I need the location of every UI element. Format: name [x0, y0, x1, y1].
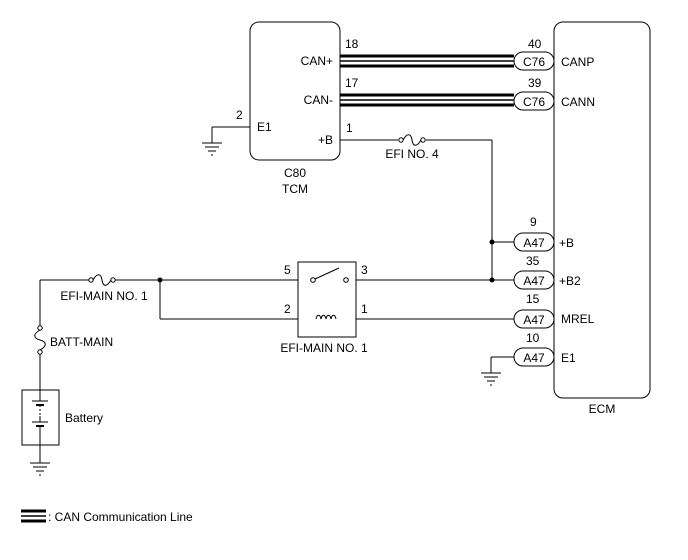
- relay-pin-2: 2: [284, 302, 291, 316]
- connector-a47-plus-b: A47: [513, 232, 555, 252]
- legend-label: : CAN Communication Line: [48, 510, 193, 524]
- ecm-pin-canp-label: CANP: [561, 55, 594, 69]
- relay-pin-3: 3: [361, 263, 368, 277]
- can-line-cann: [340, 93, 514, 107]
- relay-pin-5: 5: [284, 263, 291, 277]
- ecm-ground: [481, 356, 514, 386]
- battery: Battery: [21, 389, 103, 446]
- tcm-connector-label: C80: [284, 166, 306, 180]
- connector-label: A47: [523, 351, 545, 365]
- relay-box: [297, 261, 357, 338]
- junction-dot: [489, 239, 495, 245]
- can-line-canp: [340, 54, 514, 68]
- ecm-pin-35-number: 35: [526, 254, 540, 268]
- ecm-name-label: ECM: [589, 402, 616, 416]
- connector-a47-mrel: A47: [513, 309, 555, 329]
- tcm-plus-b-wire: [340, 139, 493, 280]
- mrel-line: [159, 280, 514, 320]
- ecm-pin-cann-label: CANN: [561, 95, 595, 109]
- ecm-pin-plus-b-label: +B: [559, 236, 574, 250]
- ecm-pin-39-number: 39: [528, 76, 542, 90]
- efi-no4-fuse: EFI NO. 4: [385, 134, 439, 161]
- efi-main-no1-fuse: EFI-MAIN NO. 1: [60, 274, 148, 303]
- connector-a47-e1: A47: [513, 347, 555, 367]
- tcm-name-label: TCM: [282, 182, 308, 196]
- tcm-ground: [202, 126, 250, 156]
- ecm-pin-10-number: 10: [526, 331, 540, 345]
- ecm-pin-15-number: 15: [526, 292, 540, 306]
- junction-dot: [489, 277, 495, 283]
- connector-label: A47: [523, 313, 545, 327]
- connector-label: C76: [523, 55, 545, 69]
- connector-box: [513, 91, 555, 111]
- relay-pin-1: 1: [361, 302, 368, 316]
- can-line-legend-symbol: [21, 509, 46, 523]
- legend: : CAN Communication Line: [21, 509, 193, 524]
- ecm-pin-e1-label: E1: [561, 351, 576, 365]
- ecm-pin-mrel-label: MREL: [561, 312, 595, 326]
- efi-no4-label: EFI NO. 4: [385, 147, 439, 161]
- batt-main-label: BATT-MAIN: [50, 335, 113, 349]
- ecm-pin-9-number: 9: [530, 215, 537, 229]
- tcm-pin-1-number: 1: [346, 121, 353, 135]
- ecm-pin-plus-b2-label: +B2: [559, 274, 581, 288]
- connector-c76-cann: C76: [513, 91, 555, 111]
- tcm-box: [249, 21, 341, 161]
- tcm-pin-17-number: 17: [345, 76, 359, 90]
- relay-label: EFI-MAIN NO. 1: [280, 341, 368, 355]
- connector-label: C76: [523, 95, 545, 109]
- tcm-pin-e1-label: E1: [257, 120, 272, 134]
- battery-label: Battery: [65, 411, 103, 425]
- tcm-pin-plus-b-label: +B: [318, 133, 333, 147]
- tcm-pin-2-number: 2: [236, 108, 243, 122]
- efi-main-no1-fuse-label: EFI-MAIN NO. 1: [60, 289, 148, 303]
- efi-main-relay: 5 3 2 1 EFI-MAIN NO. 1: [280, 261, 368, 355]
- tcm-pin-can-minus-label: CAN-: [304, 93, 333, 107]
- tcm-pin-can-plus-label: CAN+: [301, 54, 333, 68]
- ecm-box: [553, 21, 651, 399]
- connector-a47-plus-b2: A47: [513, 270, 555, 290]
- tcm-pin-18-number: 18: [345, 37, 359, 51]
- connector-label: A47: [523, 236, 545, 250]
- ecm-pin-40-number: 40: [528, 37, 542, 51]
- ecm-unit: CANP CANN +B +B2 MREL E1 ECM: [553, 21, 651, 416]
- connector-c76-canp: C76: [513, 51, 555, 71]
- tcm-unit: CAN+ CAN- E1 +B C80 TCM: [249, 21, 341, 196]
- battery-ground: [30, 445, 50, 476]
- connector-label: A47: [523, 274, 545, 288]
- batt-main-fuse: BATT-MAIN: [34, 325, 113, 355]
